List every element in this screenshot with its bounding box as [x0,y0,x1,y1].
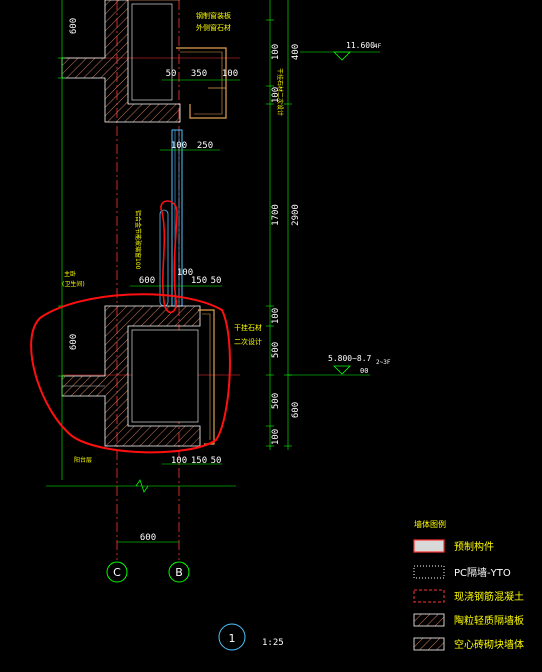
detail-bubble [218,623,246,651]
left-dim-bottom: 600 [69,334,79,350]
right-dim-c1-2: 1700 [271,204,281,226]
dim-bot-1: 150 [191,456,207,466]
lower-slab [61,305,201,447]
level-top-suffix: 4F [374,43,382,50]
upper-slab [61,0,181,123]
note-top-2: 外侧窗石材 [196,23,231,32]
note-left-1: 主卧 [64,270,76,278]
detail-number: 1 [229,632,236,645]
note-left-bottom: 阳台层 [74,456,92,464]
dimension-lines [46,0,380,543]
level-bottom-suffix: 2~3F [376,359,391,366]
legend-swatch-1 [413,565,445,579]
legend-label-0: 预制构件 [454,540,494,553]
right-dim-c2-2: 600 [291,402,301,418]
break-symbol [135,479,149,493]
axis-bubble-c [106,561,128,583]
legend-label-2: 现浇钢筋混凝土 [454,590,524,603]
dim-top-2: 100 [222,69,238,79]
dim-mid2-0: 600 [139,276,155,286]
level-marker-bottom [333,365,351,375]
note-vertical: 铝合金节能玻璃窗100 [134,210,142,270]
level-bottom: 5.800~8.7 [328,354,372,363]
dim-mid1-0: 100 [171,141,187,151]
right-dim-c1-4: 500 [271,342,281,358]
legend-title: 墙体图例 [414,519,446,529]
axis-label-b: B [175,566,183,579]
level-top: 11.600 [346,41,375,50]
dim-bot-2: 50 [211,456,222,466]
legend-swatch-3 [413,613,445,627]
right-dim-c2-1: 2900 [291,204,301,226]
right-dim-c1-1: 100 [271,87,281,103]
axis-label-c: C [113,566,121,579]
note-upper-right: 干挂石材二次设计 [276,68,284,116]
right-dim-c1-3: 100 [271,308,281,324]
right-dim-c2-0: 400 [291,44,301,60]
right-dim-c1-6: 100 [271,429,281,445]
legend-swatch-0 [413,539,445,553]
dim-mid2-2: 150 [191,276,207,286]
note-stone-2: 二次设计 [234,337,262,346]
note-top-1: 钢制窗装板 [196,11,231,20]
note-stone-1: 干挂石材 [234,323,262,332]
legend-label-4: 空心砖砌块墙体 [454,638,524,651]
level-bottom-sub: 00 [360,367,368,375]
dim-bot-0: 100 [171,456,187,466]
legend-label-3: 陶粒轻质隔墙板 [454,614,524,627]
level-marker-top [333,51,351,61]
legend-swatch-4 [413,637,445,651]
annotation-loop-large [30,293,231,454]
right-dim-c1-0: 100 [271,44,281,60]
scale-label: 1:25 [262,638,284,648]
dim-mid2-3: 50 [211,276,222,286]
note-left-2: (卫生间) [62,280,85,288]
left-dim-top: 600 [69,18,79,34]
dim-axis-spacing: 600 [140,533,156,543]
annotation-loop-small [160,200,178,314]
legend-label-1: PC隔墙-YTO [454,566,511,579]
dim-mid1-1: 250 [197,141,213,151]
right-dim-c1-5: 500 [271,393,281,409]
upper-stone-panel [176,47,227,119]
dim-mid2-1: 100 [177,268,193,278]
axis-bubble-b [168,561,190,583]
dim-top-0: 50 [166,69,177,79]
legend-swatch-2 [413,589,445,603]
dim-top-1: 350 [191,69,207,79]
